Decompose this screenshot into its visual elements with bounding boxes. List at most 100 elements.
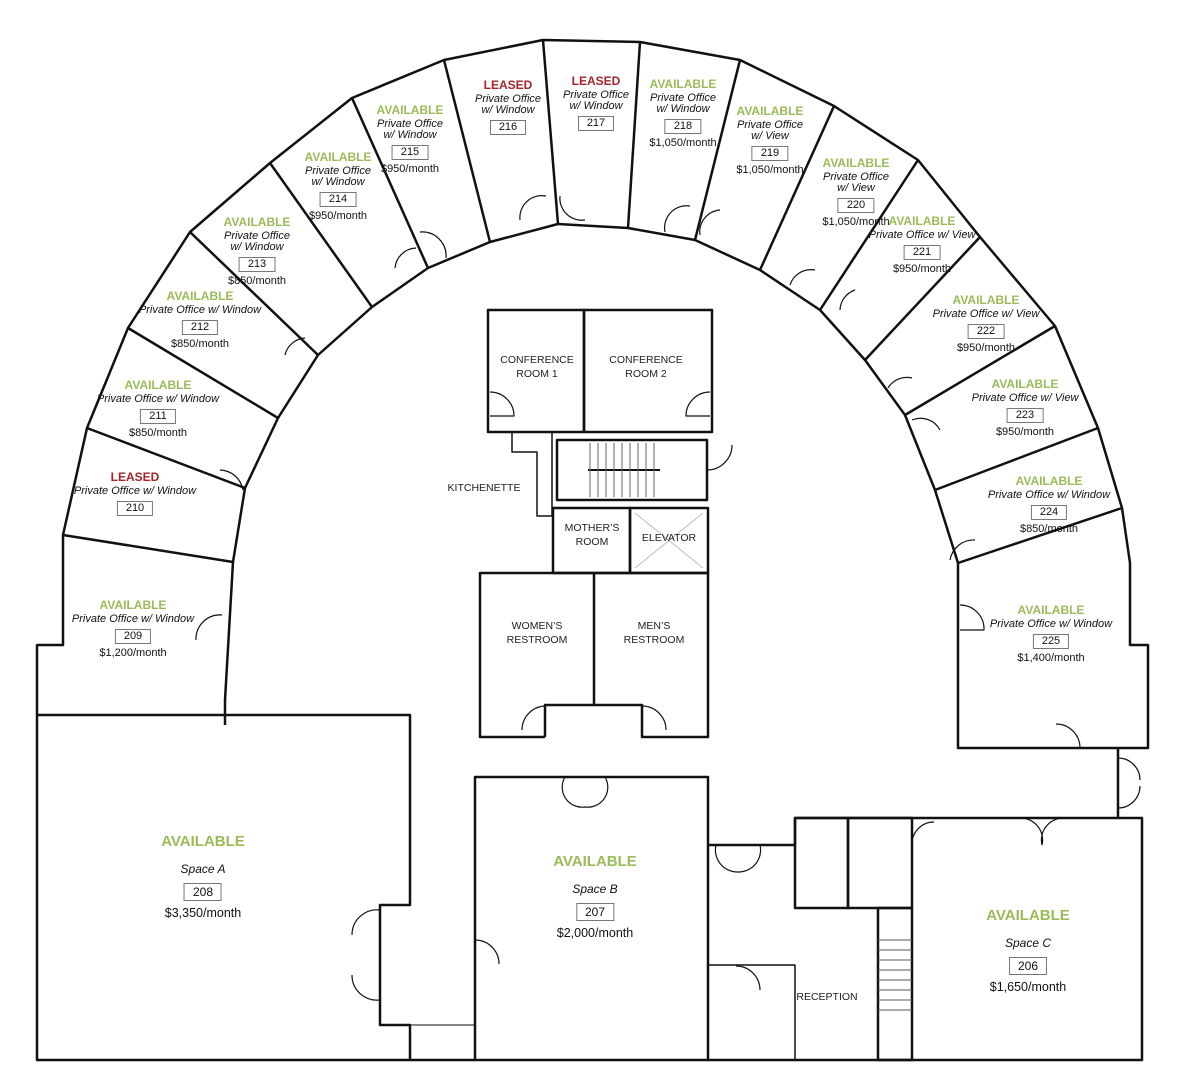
office-type: Private Office w/ Window: [138, 304, 262, 316]
office-type: Private Office w/ Window: [376, 118, 444, 141]
office-number: 224: [1030, 505, 1068, 520]
space-number: 208: [183, 883, 223, 901]
office-number: 225: [1032, 634, 1070, 649]
kitchenette-label: KITCHENETTE: [447, 482, 521, 494]
space-status: AVAILABLE: [986, 907, 1070, 924]
office-type: Private Office w/ Window: [989, 618, 1113, 630]
office-dividers: [62, 39, 1123, 565]
space-b-wall: [473, 775, 710, 1062]
office-price: $850/month: [1019, 523, 1079, 535]
office-number: 220: [837, 198, 875, 213]
office-status: AVAILABLE: [124, 378, 192, 392]
office-status: AVAILABLE: [99, 598, 167, 612]
office-type: Private Office w/ Window: [223, 230, 291, 253]
space-number: 207: [575, 903, 615, 921]
space-208: AVAILABLE Space A 208 $3,350/month: [150, 833, 256, 921]
office-number: 218: [664, 119, 702, 134]
office-price: $1,050/month: [649, 137, 717, 149]
office-type: Private Office w/ View: [932, 308, 1040, 320]
office-type: Private Office w/ Window: [96, 393, 220, 405]
office-status: AVAILABLE: [1017, 603, 1085, 617]
office-price: $850/month: [227, 275, 287, 287]
restrooms-wall: [478, 571, 710, 739]
reception-label: RECEPTION: [796, 991, 858, 1003]
space-price: $3,350/month: [154, 905, 252, 921]
office-type: Private Office w/ View: [822, 171, 890, 194]
conference-room-2-label: CONFERENCE ROOM 2: [609, 354, 683, 380]
mens-restroom-label: MEN’S RESTROOM: [623, 620, 685, 646]
office-type: Private Office w/ Window: [562, 89, 630, 112]
office-type: Private Office w/ Window: [649, 92, 717, 115]
space-a-wall: [35, 713, 412, 1062]
office-type: Private Office w/ Window: [304, 165, 372, 188]
office-type: Private Office w/ Window: [71, 613, 195, 625]
inner-wall: [223, 222, 960, 725]
office-price: $950/month: [380, 163, 440, 175]
office-price: $850/month: [170, 338, 230, 350]
office-status: AVAILABLE: [888, 214, 956, 228]
office-status: AVAILABLE: [223, 215, 291, 229]
office-type: Private Office w/ Window: [474, 93, 542, 116]
office-status: AVAILABLE: [952, 293, 1020, 307]
office-status: AVAILABLE: [649, 77, 717, 91]
office-status: AVAILABLE: [376, 103, 444, 117]
doors: [195, 195, 1141, 1001]
office-number: 211: [140, 409, 176, 424]
mothers-room-label: MOTHER’S ROOM: [564, 522, 620, 548]
office-number: 214: [319, 192, 357, 207]
office-type: Private Office w/ Window: [987, 489, 1111, 501]
conference-room-2-wall: [582, 308, 714, 434]
office-price: $1,050/month: [736, 164, 804, 176]
office-number: 210: [116, 501, 154, 516]
office-status: LEASED: [110, 470, 160, 484]
office-status: AVAILABLE: [1015, 474, 1083, 488]
office-number: 209: [114, 629, 152, 644]
conference-room-1-label: CONFERENCE ROOM 1: [500, 354, 574, 380]
space-207: AVAILABLE Space B 207 $2,000/month: [542, 853, 648, 941]
office-status: AVAILABLE: [991, 377, 1059, 391]
space-type: Space C: [974, 935, 1082, 951]
space-price: $2,000/month: [546, 925, 644, 941]
office-number: 222: [967, 324, 1005, 339]
office-type: Private Office w/ View: [736, 119, 804, 142]
office-number: 223: [1006, 408, 1044, 423]
office-number: 216: [489, 120, 527, 135]
space-status: AVAILABLE: [553, 853, 637, 870]
space-206: AVAILABLE Space C 206 $1,650/month: [974, 907, 1082, 995]
office-number: 212: [181, 320, 219, 335]
office-type: Private Office w/ View: [971, 392, 1079, 404]
space-status: AVAILABLE: [161, 833, 245, 850]
office-price: $1,400/month: [1017, 652, 1085, 664]
office-type: Private Office w/ Window: [73, 485, 197, 497]
office-price: $1,050/month: [822, 216, 890, 228]
office-price: $950/month: [956, 342, 1016, 354]
office-price: $950/month: [995, 426, 1055, 438]
office-price: $1,200/month: [99, 647, 167, 659]
office-price: $950/month: [892, 263, 952, 275]
office-number: 217: [577, 116, 615, 131]
space-type: Space B: [542, 881, 648, 897]
space-type: Space A: [150, 861, 256, 877]
space-number: 206: [1008, 957, 1048, 975]
space-price: $1,650/month: [979, 979, 1077, 995]
elevator-label: ELEVATOR: [641, 532, 697, 544]
